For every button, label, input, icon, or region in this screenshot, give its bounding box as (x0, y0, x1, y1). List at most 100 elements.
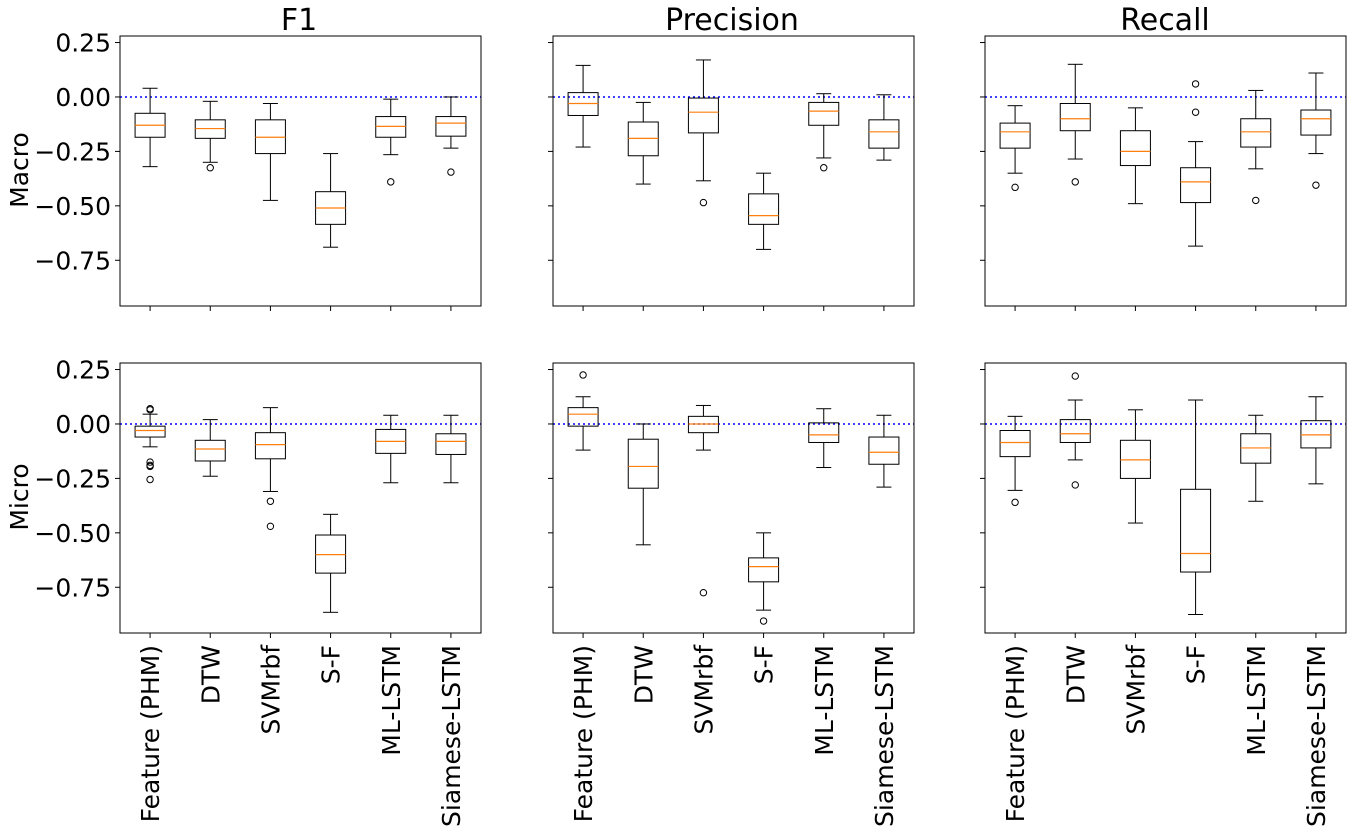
outlier-point (1191, 80, 1200, 88)
iqr-box (567, 407, 599, 427)
outlier-point (146, 458, 154, 466)
box-siamese-lstm (1300, 396, 1332, 485)
iqr-box (1059, 103, 1091, 132)
outlier-point (1071, 372, 1079, 380)
iqr-box (1240, 118, 1272, 148)
outlier-point (447, 168, 455, 176)
iqr-box (435, 116, 467, 137)
x-tick-label-dtw: DTW (196, 645, 225, 704)
box-siamese-lstm (868, 94, 900, 161)
iqr-box (868, 436, 900, 465)
outlier-point (266, 522, 275, 531)
iqr-box (999, 122, 1031, 149)
outlier-point (146, 475, 154, 484)
outlier-point (266, 497, 275, 505)
x-tick-label-siamese-lstm: Siamese-LSTM (870, 645, 899, 827)
outlier-point (1071, 481, 1079, 489)
outlier-point (206, 164, 214, 172)
box-siamese-lstm (1300, 72, 1332, 189)
row-label-macro: Macro (5, 132, 34, 208)
y-tick-label: −0.50 (34, 519, 111, 548)
outlier-point (699, 198, 708, 207)
x-tick-label-dtw: DTW (1061, 645, 1090, 704)
x-tick-label-s-f: S-F (1182, 645, 1211, 684)
outlier-point (1011, 183, 1019, 192)
x-tick-label-svmrbf: SVMrbf (1121, 644, 1150, 735)
y-tick-label: −0.25 (34, 137, 111, 166)
box-svmrbf (687, 404, 719, 597)
iqr-box (748, 557, 780, 583)
box-siamese-lstm (435, 414, 467, 484)
box-s-f (315, 153, 347, 248)
x-tick-label-dtw: DTW (629, 645, 658, 704)
panel-macro-recall (980, 35, 1347, 311)
x-tick-label-feature-phm: Feature (PHM) (1001, 645, 1030, 822)
x-tick-label-s-f: S-F (750, 645, 779, 684)
iqr-box (687, 97, 719, 134)
iqr-box (627, 438, 659, 489)
box-siamese-lstm (868, 414, 900, 488)
iqr-box (134, 425, 166, 438)
x-tick-label-siamese-lstm: Siamese-LSTM (1302, 645, 1331, 827)
iqr-box (1119, 130, 1151, 167)
outlier-point (820, 164, 828, 172)
outlier-point (146, 462, 154, 471)
box-ml-lstm (808, 408, 840, 469)
y-tick-label: −0.75 (34, 573, 111, 602)
outlier-point (1312, 181, 1320, 189)
column-title-recall: Recall (1120, 3, 1210, 38)
x-tick-label-s-f: S-F (317, 645, 346, 684)
box-svmrbf (687, 59, 719, 207)
axes-frame (552, 362, 915, 634)
axes-frame (119, 362, 482, 634)
box-svmrbf (254, 103, 286, 201)
x-tick-label-feature-phm: Feature (PHM) (136, 645, 165, 822)
iqr-box (1180, 488, 1212, 573)
y-tick-label: −0.25 (34, 464, 111, 493)
y-tick-label: 0.00 (55, 83, 111, 112)
box-dtw (1059, 63, 1091, 186)
y-tick-label: 0.25 (55, 356, 111, 385)
box-feature-phm (134, 87, 166, 168)
box-svmrbf (254, 407, 286, 531)
box-feature-phm (567, 64, 599, 148)
iqr-box (435, 433, 467, 455)
box-dtw (627, 101, 659, 185)
outlier-point (1071, 178, 1079, 186)
y-tick-label: −0.50 (34, 192, 111, 221)
box-ml-lstm (375, 98, 407, 186)
box-s-f (315, 513, 347, 613)
box-ml-lstm (375, 414, 407, 484)
box-ml-lstm (1240, 414, 1272, 502)
axes-frame (984, 362, 1347, 634)
box-feature-phm (999, 105, 1031, 192)
outlier-point (699, 589, 708, 597)
box-s-f (1180, 80, 1212, 247)
x-tick-label-ml-lstm: ML-LSTM (377, 645, 406, 756)
iqr-box (748, 193, 780, 225)
x-tick-label-siamese-lstm: Siamese-LSTM (437, 645, 466, 827)
y-tick-label: −0.75 (34, 246, 111, 275)
iqr-box (194, 439, 226, 462)
y-tick-label: 0.00 (55, 410, 111, 439)
outlier-point (1011, 498, 1019, 507)
iqr-box (254, 432, 286, 460)
box-svmrbf (1119, 107, 1151, 205)
box-ml-lstm (1240, 89, 1272, 205)
column-title-f1: F1 (281, 3, 317, 38)
x-tick-label-svmrbf: SVMrbf (689, 644, 718, 735)
iqr-box (868, 119, 900, 149)
box-dtw (1059, 372, 1091, 489)
axes-frame (119, 35, 482, 307)
panels-group: 0.25 0.00 −0.25 −0.50 −0.75 0.25 0.00 −0.25 −0.5… (34, 29, 1347, 827)
y-tick-label: 0.25 (55, 29, 111, 58)
box-feature-phm (134, 405, 166, 484)
column-title-precision: Precision (665, 3, 799, 38)
box-s-f (748, 172, 780, 250)
axes-frame (552, 35, 915, 307)
iqr-box (1180, 167, 1212, 204)
